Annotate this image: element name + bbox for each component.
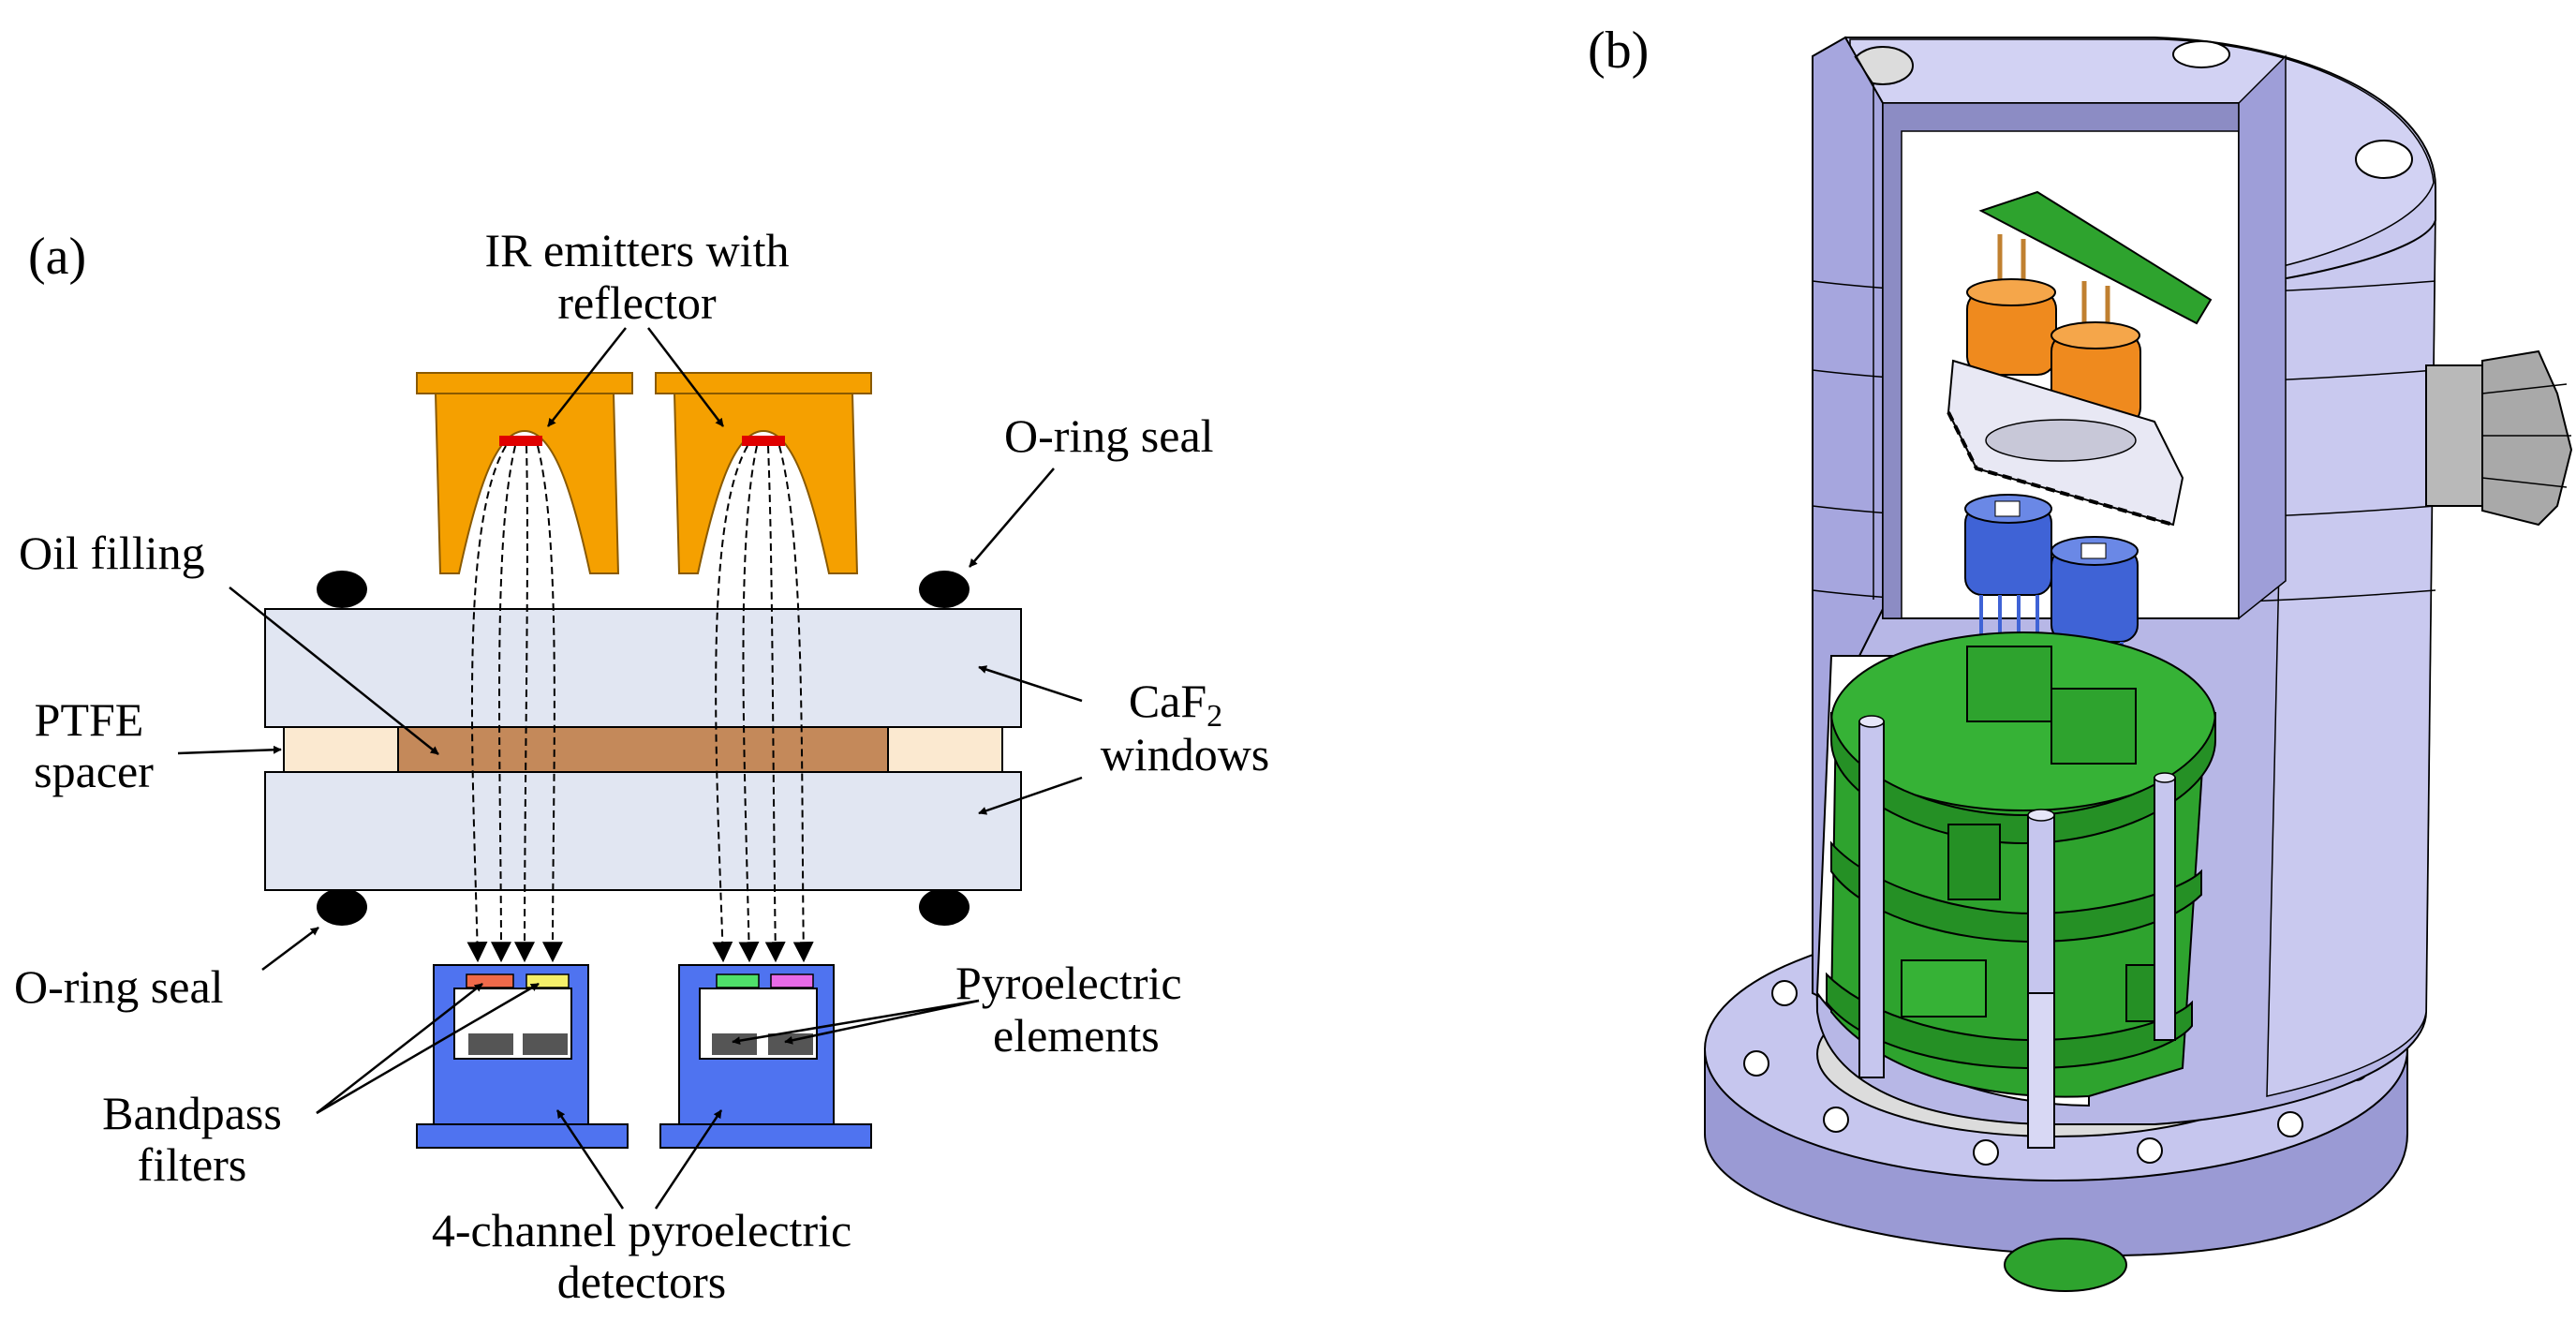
emitter-element bbox=[742, 436, 785, 446]
label-o-ring-bottom: O-ring seal bbox=[14, 960, 224, 1013]
oil-filling bbox=[397, 726, 889, 773]
detector-left bbox=[416, 964, 629, 1149]
standoff-posts bbox=[1858, 715, 2176, 1149]
bandpass-filter bbox=[526, 973, 570, 988]
label-pyro-elements-1: Pyroelectric bbox=[955, 957, 1182, 1009]
label-bandpass-1: Bandpass bbox=[102, 1087, 282, 1139]
bandpass-filter bbox=[716, 973, 760, 988]
label-oil-filling: Oil filling bbox=[19, 527, 205, 579]
measurement-cell bbox=[1947, 359, 2184, 527]
emitter-assembly bbox=[1966, 190, 2213, 427]
label-ptfe-1: PTFE bbox=[35, 693, 144, 746]
panel-b-tag: (b) bbox=[1588, 22, 1649, 80]
panel-a-tag: (a) bbox=[28, 228, 86, 286]
emitter-can bbox=[1966, 234, 2057, 376]
side-connector bbox=[2425, 349, 2573, 527]
o-ring-top-right bbox=[919, 571, 970, 608]
panel-b-cad-render: (b) bbox=[1588, 22, 2573, 1292]
bandpass-filter bbox=[466, 973, 514, 988]
label-pyro-elements-2: elements bbox=[993, 1009, 1160, 1062]
label-bandpass-2: filters bbox=[138, 1138, 247, 1191]
label-ir-emitters-2: reflector bbox=[557, 276, 717, 329]
bandpass-filter bbox=[770, 973, 814, 988]
o-ring-bottom-right bbox=[919, 888, 970, 926]
ir-emitter-right bbox=[655, 372, 872, 574]
detector-right bbox=[659, 964, 872, 1149]
label-detectors-1: 4-channel pyroelectric bbox=[432, 1204, 851, 1256]
o-ring-bottom-left bbox=[317, 888, 367, 926]
label-o-ring-top: O-ring seal bbox=[1004, 409, 1214, 462]
panel-a-schematic: (a) bbox=[14, 224, 1269, 1308]
label-caf2: CaF2 bbox=[1129, 675, 1222, 734]
caf2-window-top bbox=[264, 608, 1022, 728]
emitter-element bbox=[499, 436, 542, 446]
pyroelectric-element bbox=[523, 1033, 568, 1055]
electronics-stack bbox=[1826, 631, 2216, 1098]
callout-arrows bbox=[177, 327, 1083, 1210]
ir-emitter-left bbox=[416, 372, 633, 574]
pyroelectric-element bbox=[468, 1033, 513, 1055]
o-ring-top-left bbox=[317, 571, 367, 608]
panel-a-labels: IR emitters with reflector O-ring seal O… bbox=[14, 224, 1269, 1308]
caf2-window-bottom bbox=[264, 771, 1022, 891]
pyroelectric-element bbox=[712, 1033, 757, 1055]
label-ir-emitters-1: IR emitters with bbox=[485, 224, 790, 276]
label-windows: windows bbox=[1101, 728, 1270, 780]
label-detectors-2: detectors bbox=[557, 1255, 726, 1308]
label-ptfe-2: spacer bbox=[34, 745, 154, 797]
ir-beams bbox=[466, 445, 814, 963]
